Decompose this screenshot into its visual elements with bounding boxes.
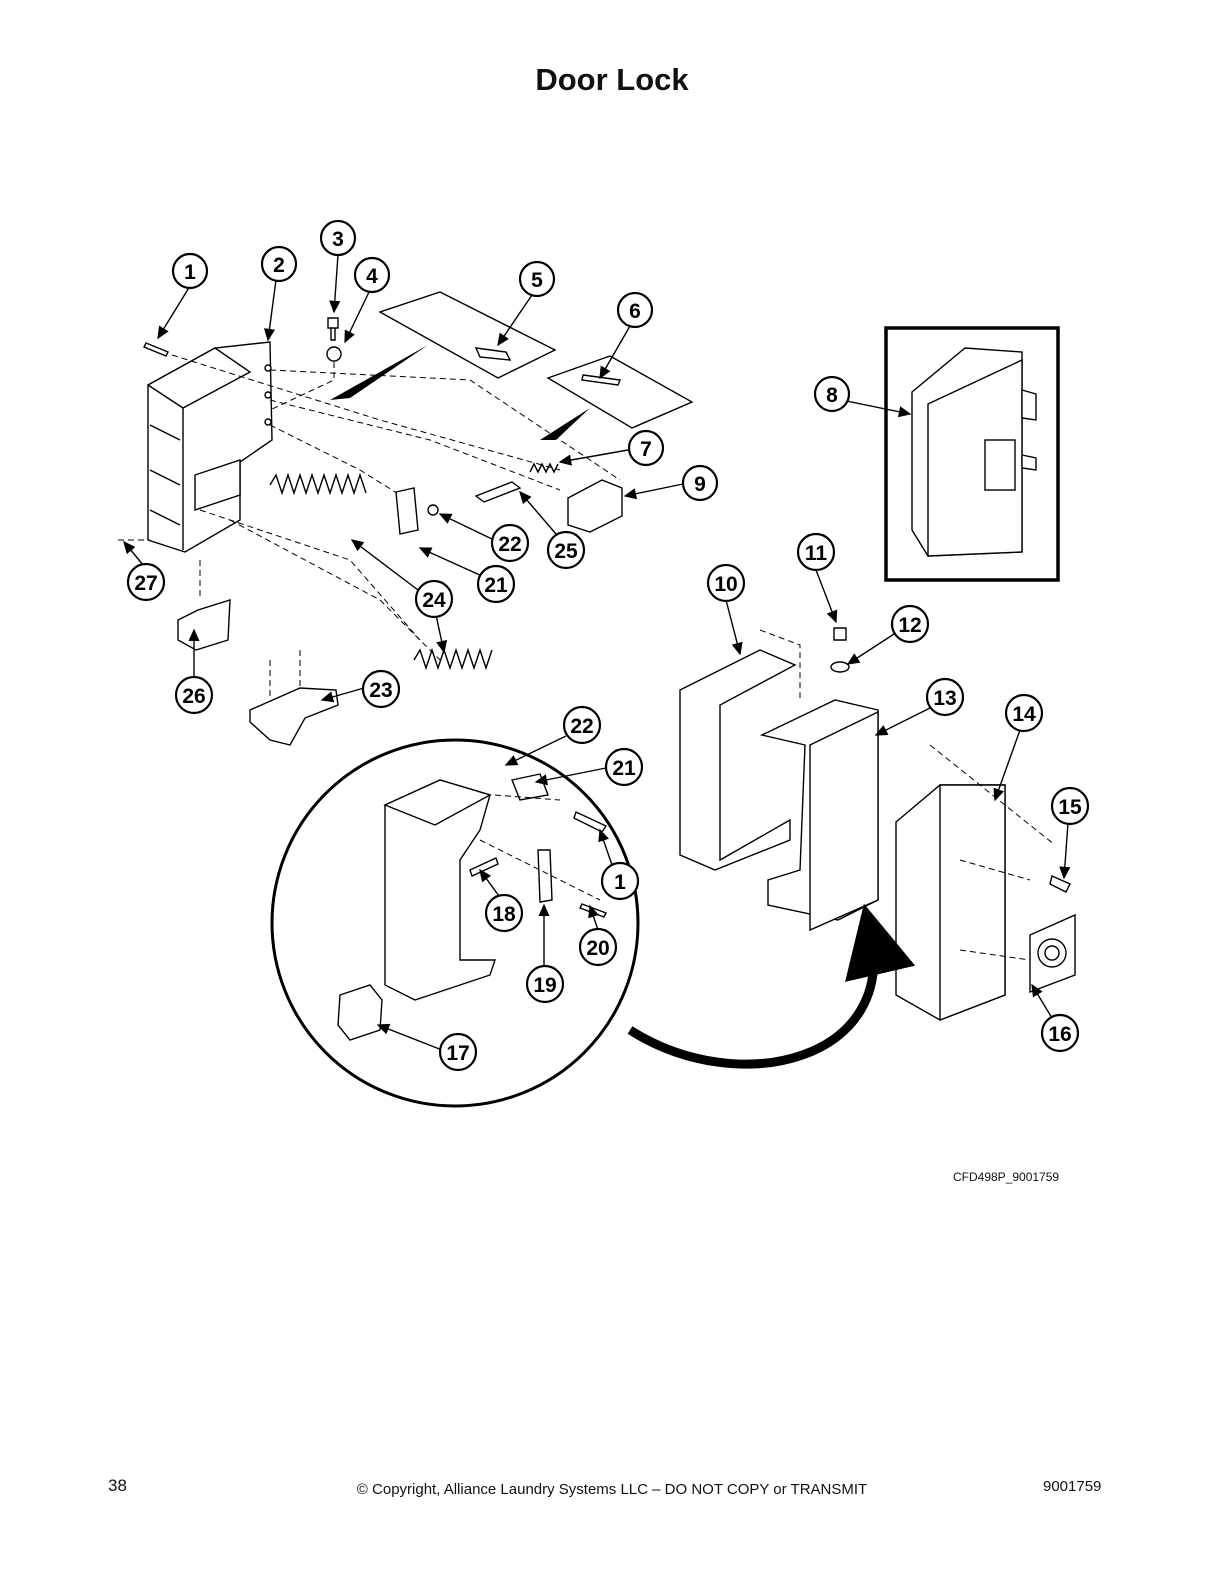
callout-2: 2 — [260, 245, 298, 283]
callout-13: 13 — [925, 677, 965, 717]
pad-16 — [1029, 913, 1076, 994]
svg-text:8: 8 — [826, 384, 838, 407]
drawing-code: CFD498P_9001759 — [953, 1170, 1060, 1184]
slider-25 — [474, 481, 522, 503]
screw-1 — [143, 342, 169, 357]
svg-text:25: 25 — [554, 540, 578, 563]
callout-14: 14 — [1004, 693, 1044, 733]
svg-text:15: 15 — [1058, 796, 1082, 819]
screw-18 — [469, 857, 499, 877]
callout-22-top: 22 — [490, 523, 530, 563]
callout-10: 10 — [706, 563, 746, 603]
svg-text:6: 6 — [629, 300, 641, 323]
callout-19: 19 — [525, 964, 565, 1004]
latch-block-9 — [567, 479, 623, 533]
callout-26: 26 — [174, 675, 214, 715]
svg-text:26: 26 — [182, 685, 205, 708]
svg-text:7: 7 — [640, 438, 652, 461]
svg-text:5: 5 — [531, 269, 543, 292]
inset-panel-5 — [378, 291, 557, 379]
callout-3: 3 — [319, 219, 357, 257]
svg-text:12: 12 — [898, 614, 921, 637]
callout-20: 20 — [578, 927, 618, 967]
callout-4: 4 — [353, 256, 391, 294]
svg-text:27: 27 — [134, 572, 157, 595]
lock-washer-4 — [326, 346, 342, 362]
callout-21-top: 21 — [476, 564, 516, 604]
bolt-3 — [327, 317, 339, 341]
screw-15 — [1049, 875, 1071, 893]
page-number: 38 — [108, 1476, 127, 1495]
callout-12: 12 — [890, 604, 930, 644]
callout-6: 6 — [616, 291, 654, 329]
callout-22: 22 — [562, 705, 602, 745]
callout-8: 8 — [813, 375, 851, 413]
svg-text:17: 17 — [446, 1042, 469, 1065]
svg-text:24: 24 — [422, 589, 446, 612]
callout-17: 17 — [438, 1032, 478, 1072]
svg-text:22: 22 — [570, 715, 593, 738]
svg-text:18: 18 — [492, 903, 516, 926]
svg-text:21: 21 — [612, 757, 636, 780]
svg-text:1: 1 — [614, 871, 626, 894]
callout-16: 16 — [1040, 1013, 1080, 1053]
callout-21: 21 — [604, 747, 644, 787]
callout-27: 27 — [126, 562, 166, 602]
svg-text:16: 16 — [1048, 1023, 1071, 1046]
callout-15: 15 — [1050, 786, 1090, 826]
svg-text:20: 20 — [586, 937, 609, 960]
svg-text:23: 23 — [369, 679, 392, 702]
svg-text:14: 14 — [1012, 703, 1036, 726]
nut-22 — [427, 504, 439, 516]
svg-text:9: 9 — [694, 473, 706, 496]
page-title: Door Lock — [535, 62, 689, 97]
svg-text:10: 10 — [714, 573, 737, 596]
callout-25: 25 — [546, 530, 586, 570]
callout-9: 9 — [681, 464, 719, 502]
callout-24: 24 — [414, 579, 454, 619]
bracket-10 — [679, 649, 797, 871]
svg-text:4: 4 — [366, 265, 378, 288]
actuator-19 — [537, 849, 553, 903]
spring-24 — [269, 472, 493, 671]
callout-18: 18 — [484, 893, 524, 933]
bolt-11 — [833, 627, 847, 641]
callout-23: 23 — [361, 669, 401, 709]
svg-text:11: 11 — [805, 542, 828, 565]
callout-5: 5 — [518, 260, 556, 298]
lock-bracket — [146, 341, 273, 553]
callout-7: 7 — [627, 429, 665, 467]
svg-text:19: 19 — [533, 974, 556, 997]
callout-1-detail: 1 — [600, 861, 640, 901]
svg-text:1: 1 — [184, 261, 196, 284]
inset-panel-6 — [546, 355, 694, 429]
washer-12 — [830, 661, 850, 673]
switch-21 — [395, 487, 419, 535]
svg-text:2: 2 — [273, 254, 285, 277]
switch-17 — [337, 984, 383, 1041]
callout-11: 11 — [796, 532, 836, 572]
document-number: 9001759 — [1043, 1478, 1102, 1495]
callout-1: 1 — [171, 252, 209, 290]
svg-text:22: 22 — [498, 533, 521, 556]
svg-text:13: 13 — [933, 687, 956, 710]
latch-23 — [249, 687, 339, 746]
svg-text:21: 21 — [484, 574, 508, 597]
svg-text:3: 3 — [332, 228, 344, 251]
clip-26 — [177, 599, 231, 651]
copyright-notice: © Copyright, Alliance Laundry Systems LL… — [356, 1481, 868, 1498]
spring-7 — [529, 462, 559, 474]
